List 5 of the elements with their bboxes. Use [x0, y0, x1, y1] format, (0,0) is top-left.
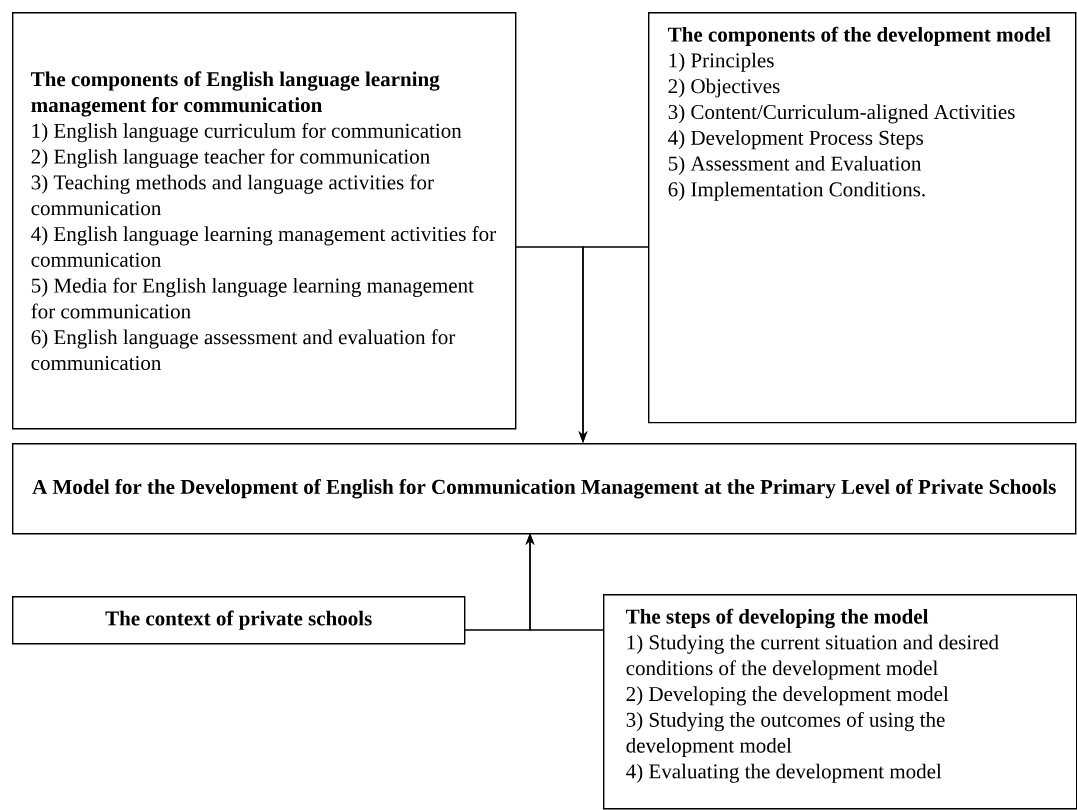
steps-box: The steps of developing the model 1) Studying the current situation and desired conditions of the development model 2) Developing the development model 3) Studying the outcomes of using the development model 4) Evaluating the development model	[603, 594, 1077, 810]
context-box: The context of private schools	[12, 596, 466, 645]
component-box: The components of English language learning management for communication 1) English language curriculum for communication 2) English language teacher for communication 3) Teaching methods and language activities for communication 4) English language learning management activities for communication 5) Media for English language learning management for communication 6) English language assessment and evaluation for communication	[12, 12, 517, 430]
component-box: The components of the development model 1) Principles 2) Objectives 3) Content/Curriculum-aligned Activities 4) Development Process Steps 5) Assessment and Evaluation 6) Implementation Conditions.	[648, 12, 1077, 424]
model-box: A Model for the Development of English for Communication Management at the Primary Level of Private Schools	[12, 443, 1077, 535]
